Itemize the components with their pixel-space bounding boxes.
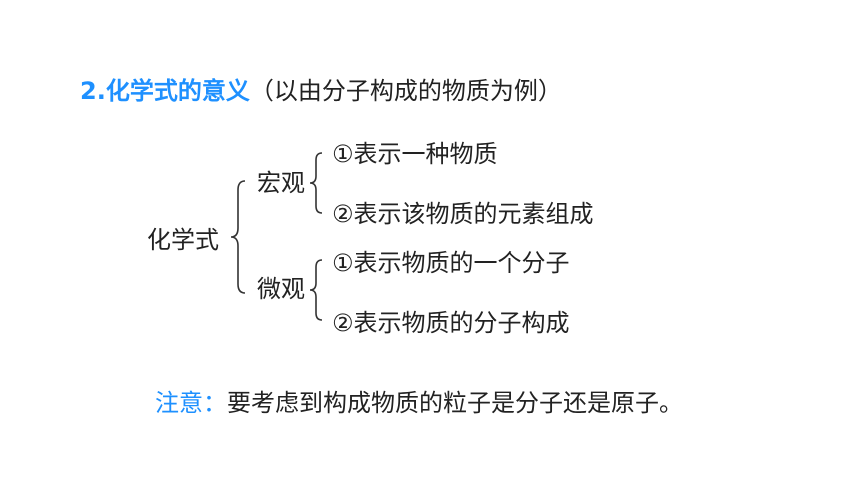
- leaf-macro-1: ①表示一种物质: [332, 140, 498, 168]
- main-brace: [230, 180, 246, 294]
- leaf-micro-1: ①表示物质的一个分子: [332, 249, 570, 277]
- note-line: 注意：要考虑到构成物质的粒子是分子还是原子。: [155, 387, 683, 419]
- note-text: 要考虑到构成物质的粒子是分子还是原子。: [227, 389, 683, 417]
- macro-brace: [309, 152, 323, 214]
- micro-brace: [309, 259, 323, 321]
- leaf-macro-2: ②表示该物质的元素组成: [332, 200, 594, 228]
- section-heading: 2.化学式的意义（以由分子构成的物质为例）: [80, 76, 562, 106]
- leaf-micro-2: ②表示物质的分子构成: [332, 309, 570, 337]
- section-title: 2.化学式的意义: [80, 77, 250, 105]
- diagram-root-label: 化学式: [147, 226, 219, 254]
- branch-label-macro: 宏观: [257, 169, 305, 197]
- section-subtitle: （以由分子构成的物质为例）: [249, 77, 562, 105]
- branch-label-micro: 微观: [257, 275, 305, 303]
- note-label: 注意：: [155, 389, 227, 417]
